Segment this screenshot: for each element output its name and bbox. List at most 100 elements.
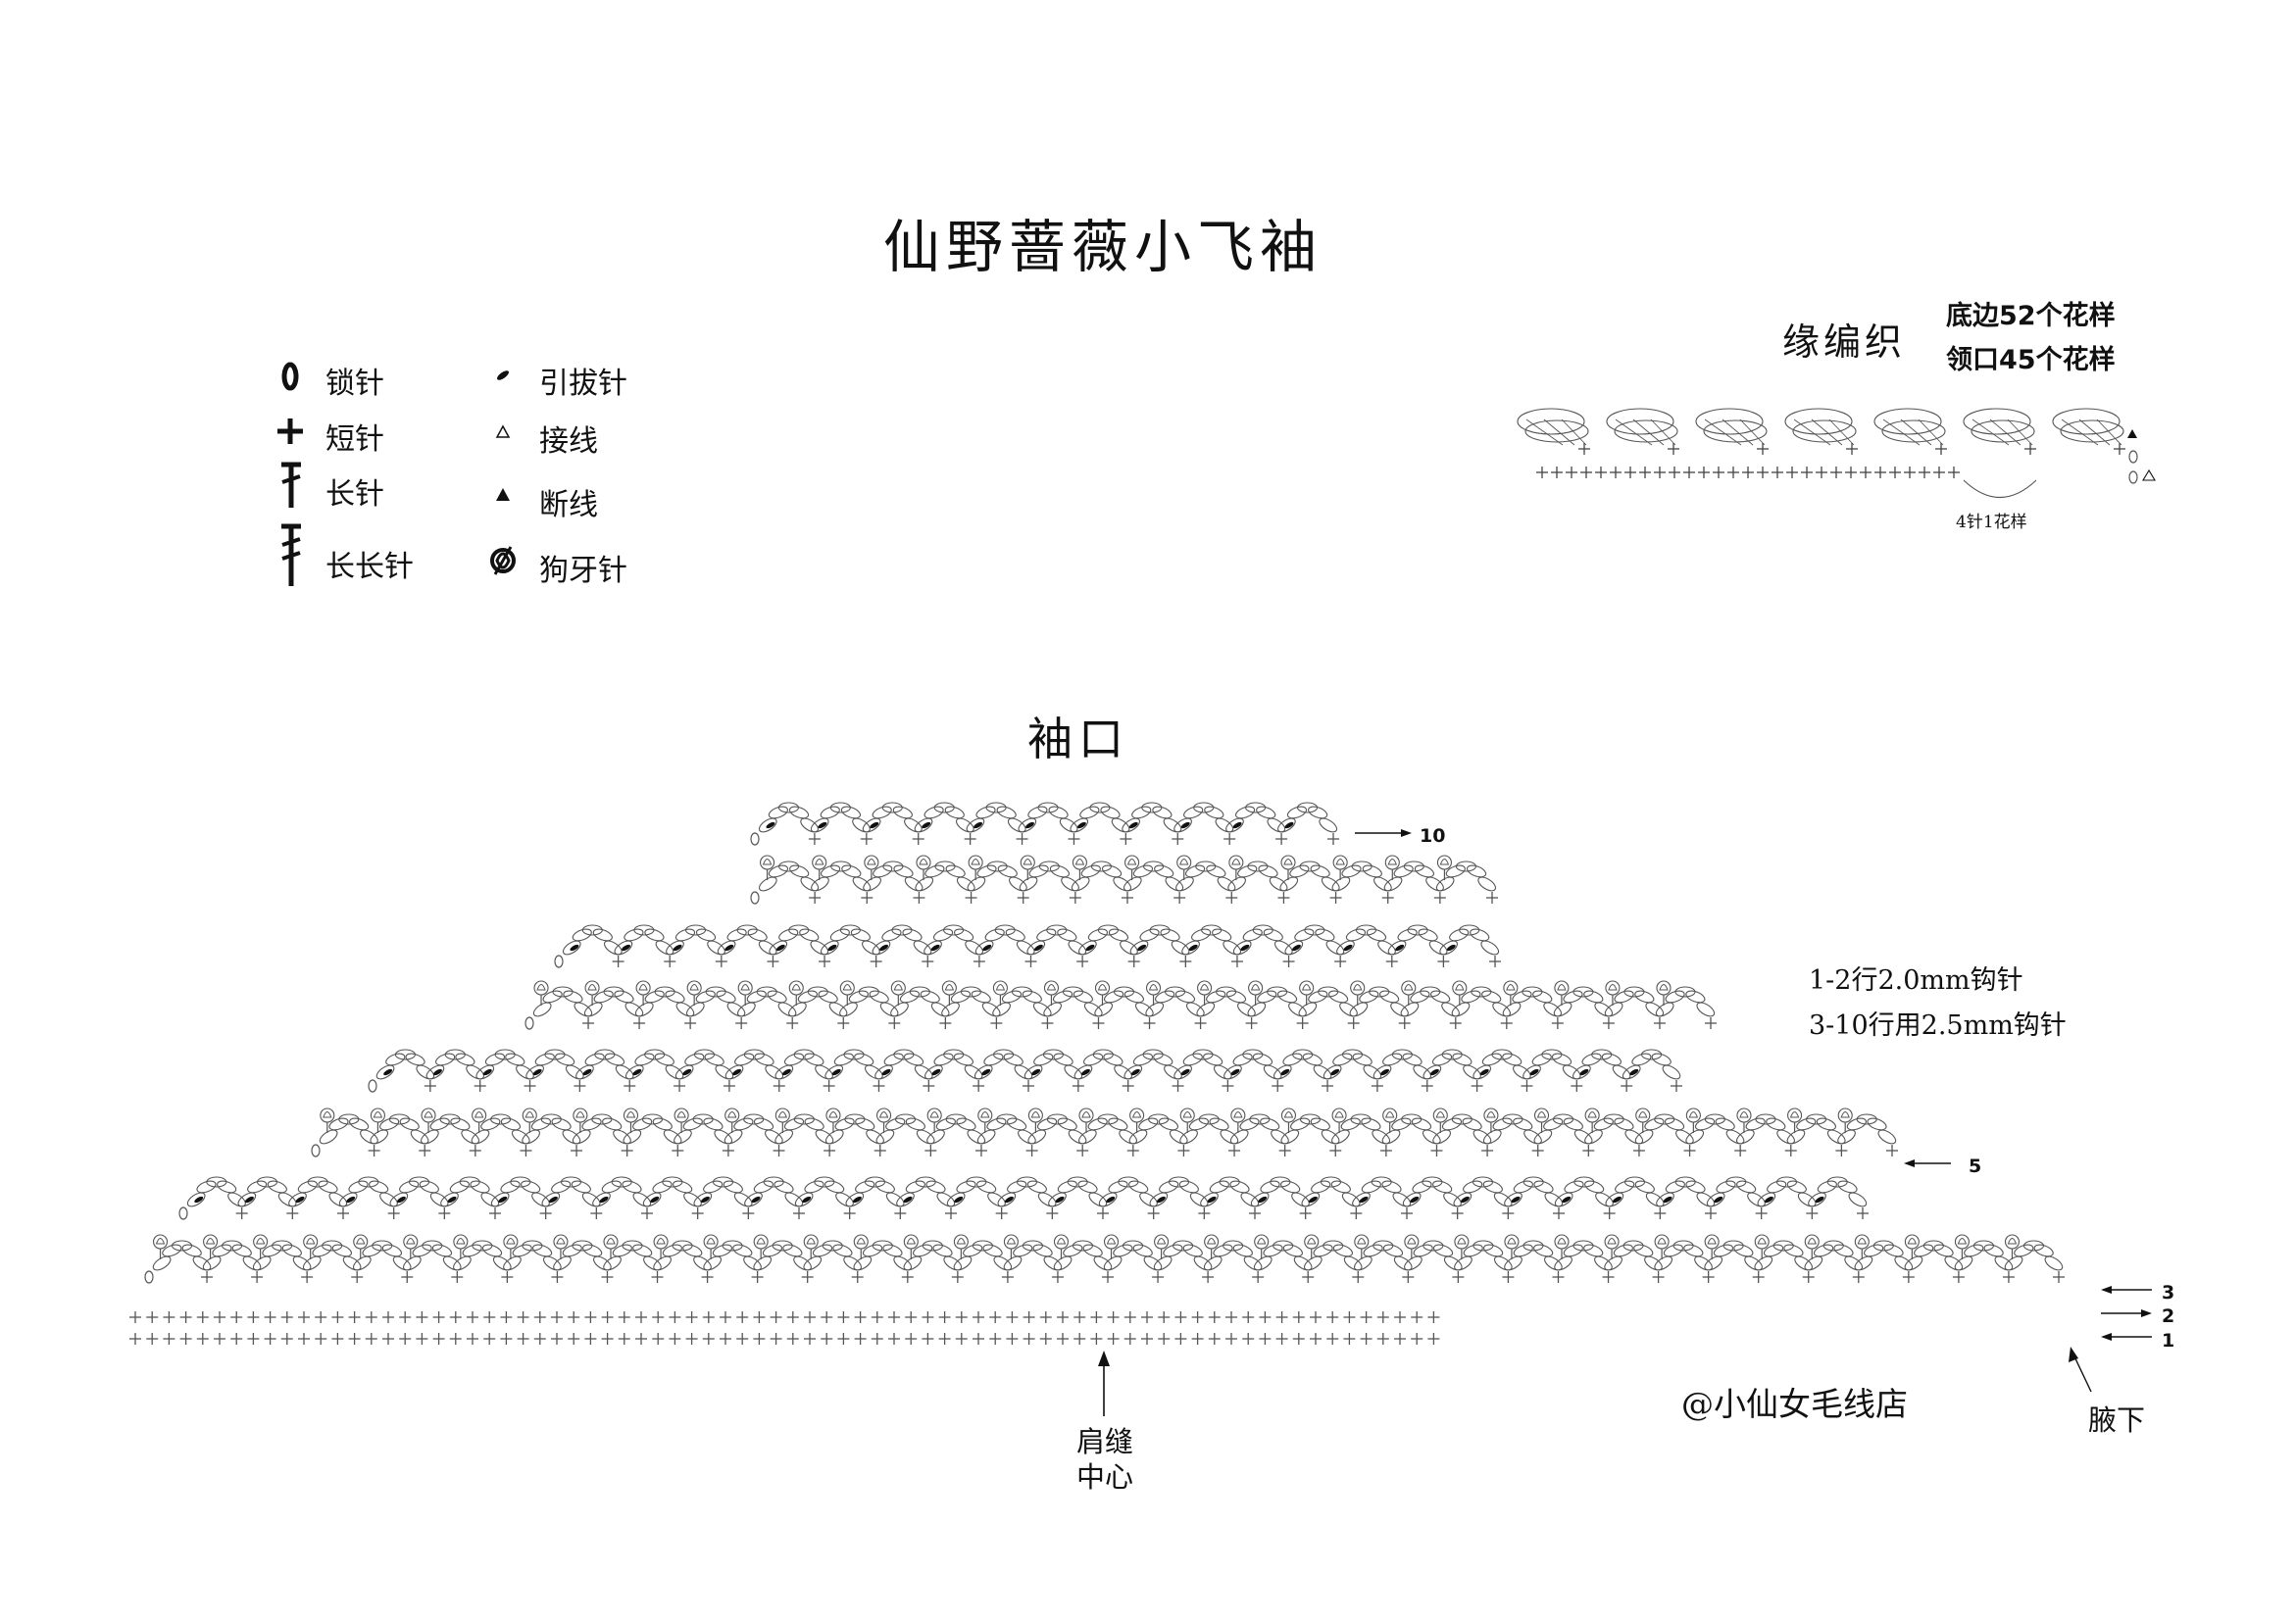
single-crochet-mark [995,1207,1008,1219]
picot-mark [674,1107,689,1133]
chain-arch [1655,986,1716,1017]
single-crochet-mark [1755,1207,1768,1219]
chain-arch [1354,1240,1413,1271]
row-label-3: 3 [2162,1282,2175,1304]
single-crochet-mark [1830,467,1842,478]
single-crochet-mark [247,1311,260,1323]
single-crochet-mark [685,1333,698,1345]
single-crochet-mark [146,1333,159,1345]
single-crochet-mark [854,1311,867,1323]
single-crochet-mark [1654,1207,1667,1219]
single-crochet-mark [1275,1311,1288,1323]
slip-stitch-mark [1380,1068,1390,1076]
edging-fan-motif [1784,408,1857,446]
single-crochet-mark [1402,1271,1415,1283]
chain-arch [1280,1113,1340,1145]
slip-stitch-mark [732,1068,742,1076]
single-crochet-mark [601,1333,614,1345]
slip-stitch-mark [1395,944,1405,952]
chain-arch [1128,1113,1188,1145]
single-crochet-mark [1275,833,1288,845]
single-crochet-mark [432,1311,445,1323]
single-crochet-mark [1343,1333,1356,1345]
single-crochet-mark [989,1311,1002,1323]
picot-mark [1072,855,1087,880]
chain-arch [737,986,797,1017]
slip-stitch-mark [570,944,579,952]
slip-stitch-mark [1106,1196,1116,1204]
chain-arch [1808,1176,1868,1207]
single-crochet-mark [1327,833,1339,845]
slip-stitch-mark [802,1196,812,1204]
single-crochet-mark [533,1333,546,1345]
single-crochet-mark [571,1145,583,1156]
single-crochet-mark [1757,443,1769,455]
single-crochet-mark [824,1145,836,1156]
single-crochet-mark [888,1311,900,1323]
single-crochet-icon [277,418,303,444]
single-crochet-mark [1343,1311,1356,1323]
single-crochet-mark [1580,467,1592,478]
single-crochet-mark [1381,892,1394,904]
picot-mark [686,980,702,1006]
single-crochet-mark [1208,1333,1221,1345]
slip-stitch-mark [1663,1196,1672,1204]
slip-stitch-mark [1076,821,1086,829]
picot-mark [1654,1234,1670,1259]
single-crochet-mark [1669,467,1680,478]
single-crochet-mark [474,1080,486,1092]
chain-arch [1554,1176,1614,1207]
single-crochet-mark [196,1333,209,1345]
edging-fan-motif [1695,408,1768,446]
single-crochet-mark [298,1333,310,1345]
chain-arch [863,861,923,892]
chain-arch [1453,1176,1513,1207]
slip-stitch-mark [1479,1068,1489,1076]
single-crochet-mark [1122,1080,1134,1092]
picot-mark [1299,980,1315,1006]
picot-mark [1003,1234,1019,1259]
chain-arch [1071,861,1132,892]
chain-arch [553,1240,612,1271]
picot-mark [1124,855,1140,880]
single-crochet-mark [230,1333,243,1345]
single-crochet-mark [753,1333,766,1345]
chain-arch [1225,802,1286,833]
edging-fan-motif [1517,408,1589,446]
single-crochet-mark [1143,1017,1156,1029]
single-crochet-mark [1784,1145,1797,1156]
single-crochet-mark [1376,1311,1389,1323]
single-crochet-mark [449,1333,462,1345]
edging-fan-motif [1963,408,2035,446]
picot-mark [1103,1234,1120,1259]
slip-stitch-mark [766,821,775,829]
picot-mark [1704,1234,1720,1259]
single-crochet-mark [773,1080,785,1092]
single-crochet-mark [1173,892,1186,904]
chain-arch [824,1113,884,1145]
single-crochet-mark [2002,1271,2015,1283]
picot-mark [1436,855,1452,880]
single-crochet-mark [1057,1311,1069,1323]
single-crochet-mark [214,1311,225,1323]
single-crochet-mark [1401,1207,1413,1219]
chain-arch [453,1240,512,1271]
single-crochet-mark [837,1017,850,1029]
single-crochet-mark [1120,833,1132,845]
single-crochet-mark [247,1333,260,1345]
single-crochet-mark [809,892,822,904]
single-crochet-mark [674,1080,686,1092]
legend-label-join: 接线 [539,424,598,459]
chain-arch [202,1240,262,1271]
single-crochet-mark [1430,1145,1443,1156]
slip-stitch-mark [922,821,931,829]
single-crochet-mark [315,1311,327,1323]
slip-stitch-mark [346,1196,356,1204]
chain-arch [302,1240,362,1271]
chain-arch [810,802,871,833]
chain-arch [1018,802,1078,833]
picot-mark [1503,980,1519,1006]
picot-mark [1483,1107,1499,1133]
single-crochet-mark [129,1333,141,1345]
picot-mark [303,1234,319,1259]
